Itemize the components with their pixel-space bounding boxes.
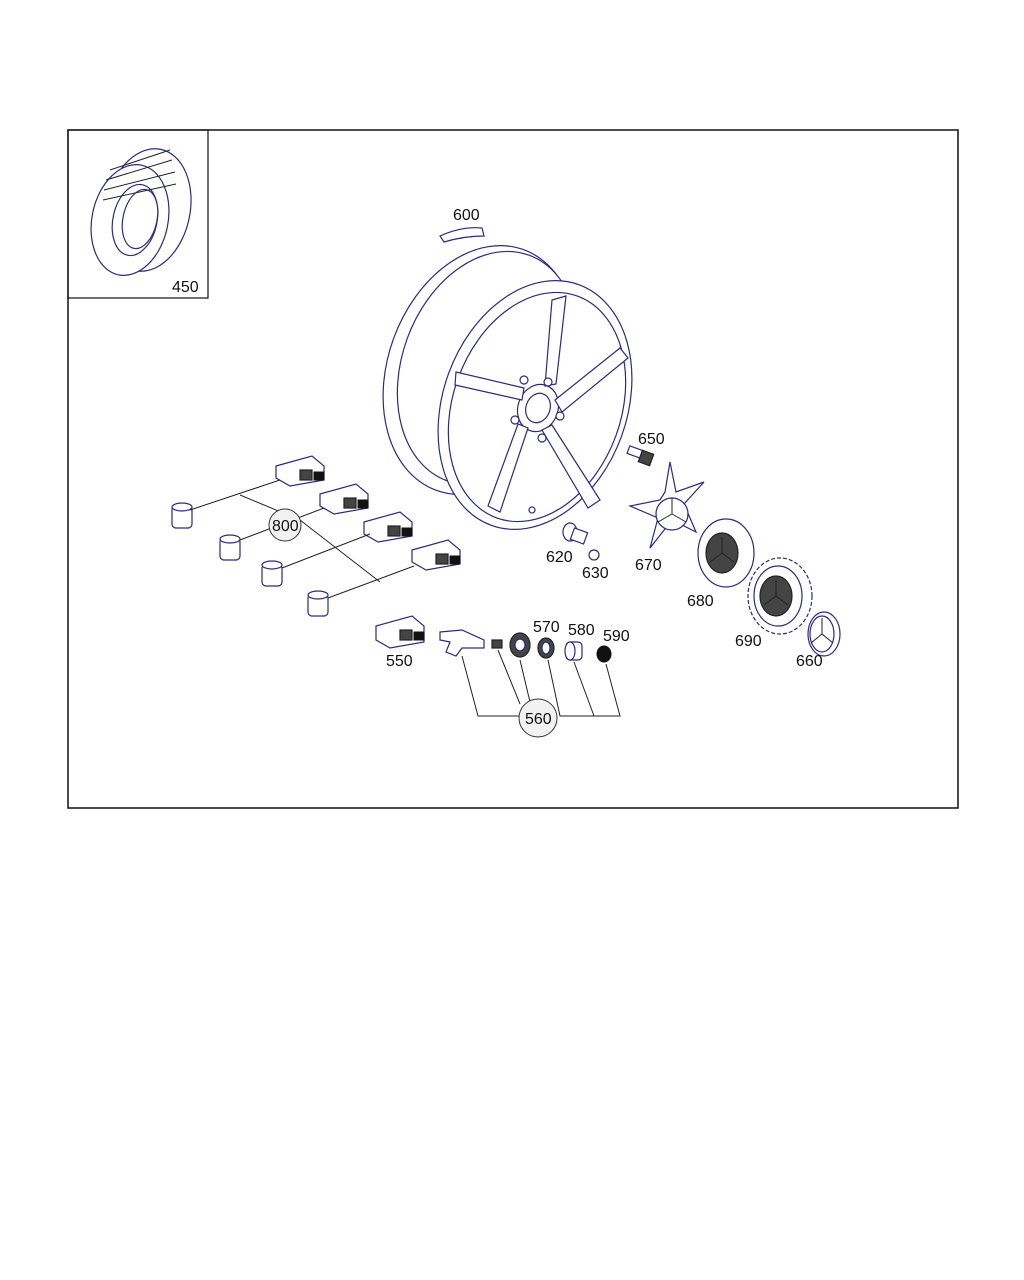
hub-disc	[697, 518, 755, 588]
label-630: 630	[582, 565, 609, 582]
tpms-sensor-single	[375, 615, 425, 649]
callout-circle-560	[518, 698, 558, 738]
tpms-sensor-4	[411, 539, 461, 571]
label-670: 670	[635, 557, 662, 574]
alloy-rim	[382, 245, 633, 530]
label-450: 450	[172, 279, 199, 296]
tpms-sensor-3	[363, 511, 413, 543]
label-580: 580	[568, 622, 595, 639]
emblem-cap	[807, 611, 841, 657]
valve-stem	[439, 629, 485, 657]
label-560: 560	[525, 711, 552, 728]
label-660: 660	[796, 653, 823, 670]
label-570: 570	[533, 619, 560, 636]
label-650: 650	[638, 431, 665, 448]
callout-circle-800	[268, 508, 302, 542]
valve-sleeve-3	[261, 560, 283, 587]
tire-valve	[562, 522, 600, 561]
valve-nut	[509, 632, 531, 658]
valve-sleeve-cap	[564, 641, 583, 661]
valve-cap	[596, 645, 612, 663]
label-690: 690	[735, 633, 762, 650]
label-680: 680	[687, 593, 714, 610]
tpms-sensor-set	[171, 455, 461, 617]
label-600: 600	[453, 207, 480, 224]
toothed-hub-cap	[747, 557, 813, 635]
label-590: 590	[603, 628, 630, 645]
wheel-bolt	[626, 445, 655, 467]
star-hub-cover	[627, 461, 705, 549]
label-550: 550	[386, 653, 413, 670]
tire-inset: 450	[67, 129, 209, 299]
tpms-sensor-1	[275, 455, 325, 487]
label-620: 620	[546, 549, 573, 566]
valve-sleeve-1	[171, 502, 193, 529]
balance-weight	[439, 227, 485, 243]
valve-washer	[537, 637, 555, 659]
valve-sleeve-4	[307, 590, 329, 617]
valve-sleeve-2	[219, 534, 241, 561]
valve-core	[491, 639, 503, 649]
diagram-frame	[67, 129, 959, 809]
tire-icon	[90, 148, 192, 276]
label-800: 800	[272, 518, 299, 535]
tpms-sensor-2	[319, 483, 369, 515]
